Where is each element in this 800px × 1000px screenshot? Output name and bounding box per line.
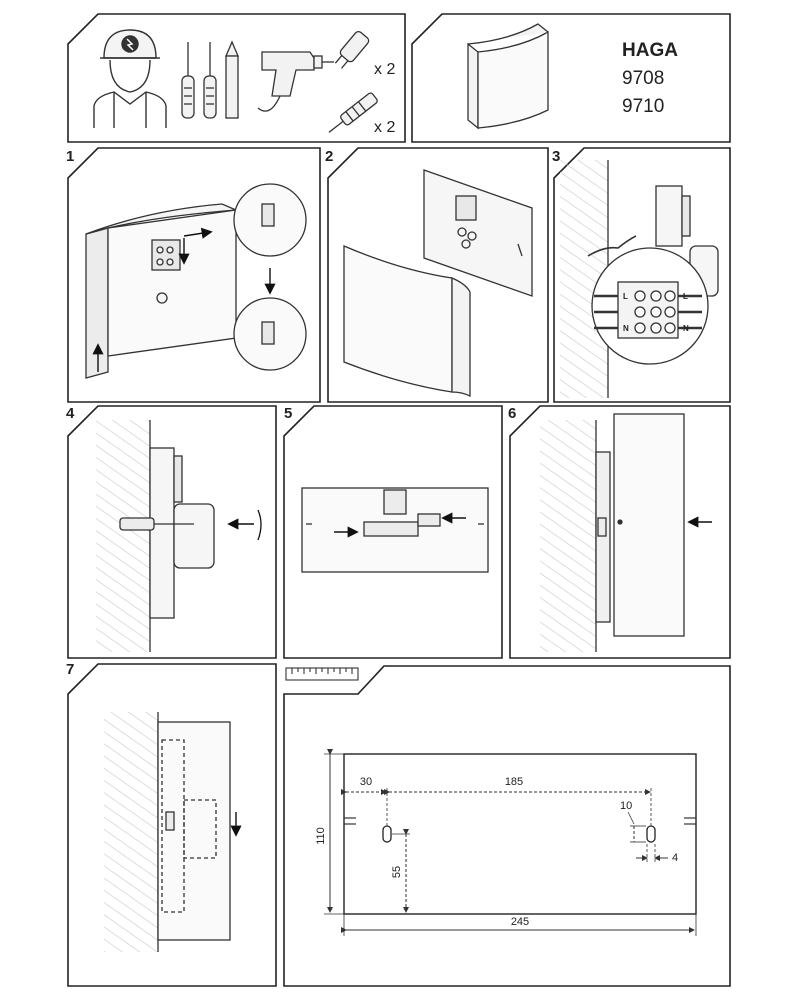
dim-total-width: 245 (511, 916, 529, 928)
mounting-plate-illustration (423, 169, 533, 297)
product-code-2: 9710 (622, 96, 664, 117)
screwdriver-icon (181, 40, 239, 119)
step-2-number: 2 (325, 148, 333, 165)
step-1-number: 1 (66, 148, 74, 165)
terminal-l-right: L (683, 292, 688, 301)
electrician-icon (93, 29, 167, 128)
backplate-front-illustration (301, 487, 489, 573)
dim-left-offset: 30 (360, 776, 372, 788)
dim-height: 110 (315, 827, 327, 845)
product-panel: HAGA 9708 9710 (411, 13, 731, 143)
product-code-1: 9708 (622, 68, 664, 89)
step-7-number: 7 (66, 661, 74, 678)
bracket-screw-illustration (119, 447, 215, 619)
bracket-on-wall (655, 185, 719, 297)
bulb-icon (334, 30, 370, 69)
wall-anchor-icon (328, 92, 378, 133)
shade-mounted-side (595, 413, 685, 637)
drill-icon (257, 51, 334, 112)
terminal-l-left: L (623, 292, 628, 301)
step-5-number: 5 (284, 405, 292, 422)
product-name: HAGA (622, 40, 678, 61)
shade-slide-down (157, 721, 231, 941)
mains-cable (587, 235, 637, 257)
drilling-template-panel: 110 30 185 10 4 55 245 (283, 665, 731, 987)
shade-illustration (343, 245, 471, 398)
dim-hole-from-bottom: 55 (391, 866, 403, 878)
terminal-n-left: N (623, 324, 629, 333)
step-6-number: 6 (508, 405, 516, 422)
terminal-zoom (591, 247, 709, 365)
step-3-panel: 3 L N L N (552, 147, 731, 403)
fixture-assembly-illustration (85, 203, 237, 379)
step-7-panel: 7 (66, 661, 277, 987)
bulb-quantity: x 2 (374, 61, 395, 78)
terminal-n-right: N (683, 324, 689, 333)
dim-slot-height: 10 (620, 800, 632, 812)
step-6-panel: 6 (508, 405, 731, 659)
step-4-panel: 4 (66, 405, 277, 659)
clip-detail-top (233, 183, 307, 257)
step-1-panel: 1 (66, 147, 321, 403)
dim-hole-spacing: 185 (505, 776, 523, 788)
clip-detail-bottom (233, 297, 307, 371)
anchor-quantity: x 2 (374, 119, 395, 136)
step-2-panel: 2 (325, 147, 549, 403)
ruler-icon (285, 667, 359, 681)
step-4-number: 4 (66, 405, 75, 422)
lamp-shade-illustration (467, 23, 549, 130)
dim-slot-width: 4 (672, 852, 678, 864)
step-5-panel: 5 (283, 405, 503, 659)
step-3-number: 3 (552, 148, 560, 165)
tools-panel: x 2 x 2 (67, 13, 406, 143)
